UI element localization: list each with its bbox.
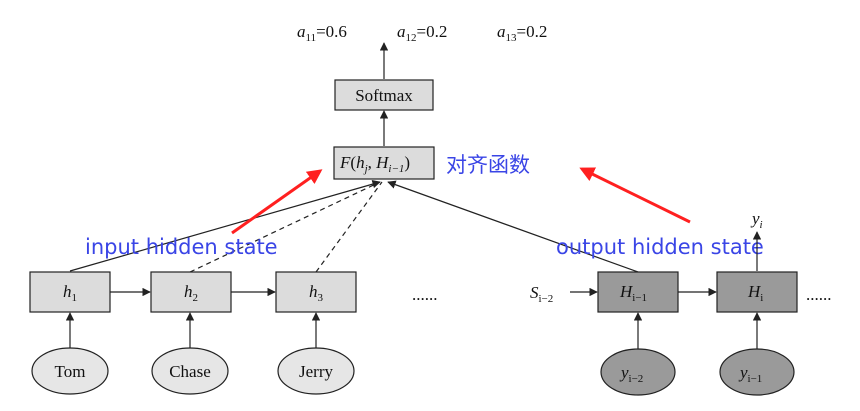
- decoder-Hi-box: Hi: [716, 271, 798, 313]
- decoder-ellipsis: ......: [806, 285, 832, 304]
- input-annotation-arrow: [231, 169, 323, 235]
- h3-to-align-edge: [315, 181, 383, 273]
- output-annotation: output hidden state: [556, 235, 764, 259]
- svg-text:h1: h1: [63, 282, 77, 304]
- decoder-prev-state: Si−2: [530, 283, 553, 305]
- input-annotation: input hidden state: [85, 235, 278, 259]
- h1-to-align-edge: [69, 180, 381, 272]
- attention-weights: a11=0.6 a12=0.2 a13=0.2: [297, 22, 547, 44]
- encoder-h1-box: h1: [29, 271, 111, 313]
- weight-a11: a11=0.6: [297, 22, 347, 44]
- softmax-label: Softmax: [355, 86, 413, 105]
- svg-text:yi−2: yi−2: [619, 363, 643, 385]
- input-word-tom: Tom: [31, 347, 109, 395]
- decoder-to-align-edge: [387, 180, 639, 273]
- alignment-function-box: F(hj, Hi−1): [333, 146, 435, 180]
- output-annotation-arrow: [579, 167, 691, 224]
- alignment-annotation: 对齐函数: [446, 153, 530, 177]
- svg-text:Tom: Tom: [55, 362, 86, 381]
- decoder-input-yi-1: yi−1: [719, 348, 795, 396]
- svg-text:h3: h3: [309, 282, 324, 304]
- svg-text:yi−1: yi−1: [738, 363, 762, 385]
- svg-text:h2: h2: [184, 282, 198, 304]
- h2-to-align-edge: [189, 181, 381, 273]
- encoder-ellipsis: ......: [412, 285, 438, 304]
- svg-text:Hi−1: Hi−1: [619, 282, 647, 304]
- svg-text:Jerry: Jerry: [299, 362, 333, 381]
- input-word-chase: Chase: [151, 347, 229, 395]
- weight-a12: a12=0.2: [397, 22, 447, 44]
- decoder-Hi-1-box: Hi−1: [597, 271, 679, 313]
- decoder-input-yi-2: yi−2: [600, 348, 676, 396]
- svg-text:Chase: Chase: [169, 362, 211, 381]
- decoder-output-label: yi: [750, 209, 763, 231]
- alignment-function-label: F(hj, Hi−1): [339, 153, 410, 175]
- weight-a13: a13=0.2: [497, 22, 547, 44]
- softmax-box: Softmax: [334, 79, 434, 111]
- input-word-jerry: Jerry: [277, 347, 355, 395]
- encoder-h3-box: h3: [275, 271, 357, 313]
- encoder-h2-box: h2: [150, 271, 232, 313]
- svg-text:Hi: Hi: [747, 282, 763, 304]
